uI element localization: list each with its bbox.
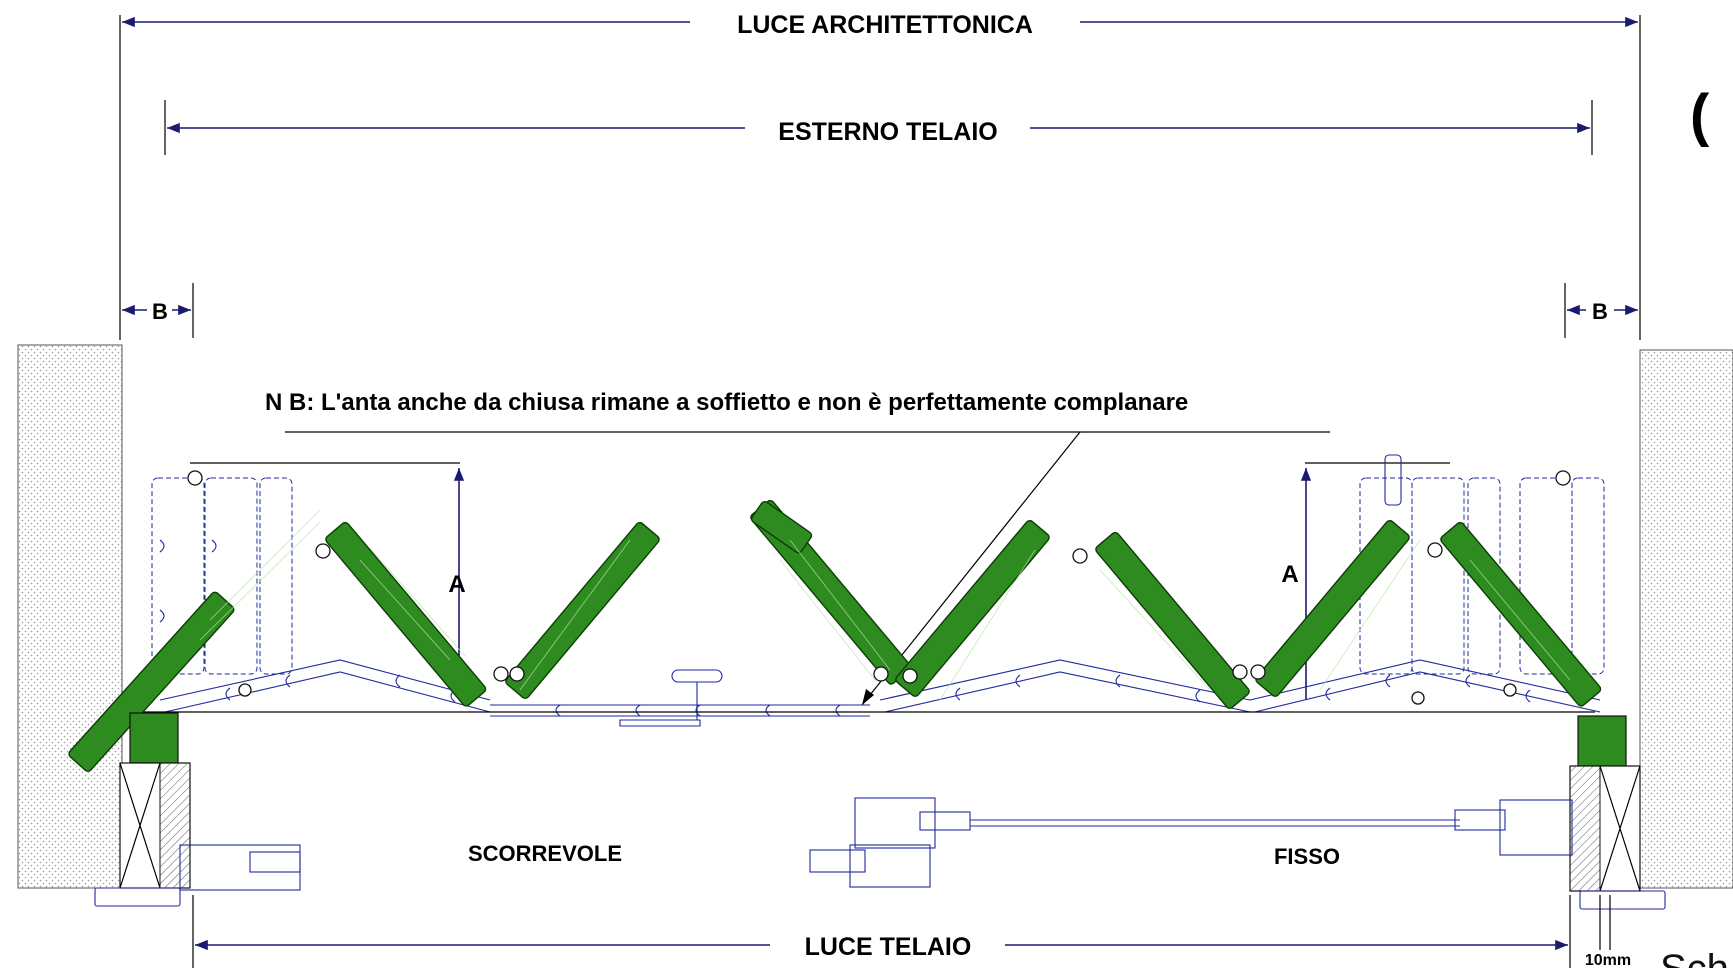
- frame-right: [1454, 715, 1666, 910]
- label-luce-architettonica: LUCE ARCHITETTONICA: [737, 11, 1033, 39]
- frame-left: [94, 712, 301, 907]
- dimension-10mm: [1599, 895, 1611, 950]
- label-luce-telaio: LUCE TELAIO: [805, 933, 972, 961]
- dimension-a-left: [190, 462, 465, 700]
- dimension-esterno-telaio: [164, 100, 1593, 155]
- dimension-luce-architettonica: [119, 15, 1641, 340]
- label-fisso: FISSO: [1274, 844, 1340, 869]
- corner-fragment-text: Sch: [1660, 947, 1729, 968]
- folded-leaf-outlines: [159, 659, 1601, 727]
- label-a-right: A: [1281, 561, 1298, 588]
- green-folding-panels: [68, 499, 1602, 772]
- dimension-b-right: [1564, 283, 1638, 338]
- dimension-a-right: [1300, 462, 1450, 700]
- label-a-left: A: [448, 571, 465, 598]
- hinges: [187, 470, 1571, 705]
- note-text: N B: L'anta anche da chiusa rimane a sof…: [265, 389, 1188, 416]
- label-scorrevole: SCORREVOLE: [468, 841, 622, 866]
- label-10mm: 10mm: [1585, 952, 1631, 968]
- wall-left: [17, 344, 123, 889]
- corner-glyph: (: [1690, 83, 1710, 148]
- dimension-b-left: [122, 283, 194, 338]
- dimension-luce-telaio: [192, 895, 1571, 968]
- label-b-right: B: [1592, 299, 1608, 324]
- sash-sections: [809, 797, 1460, 888]
- label-esterno-telaio: ESTERNO TELAIO: [778, 118, 997, 146]
- wall-right: [1639, 349, 1733, 889]
- label-b-left: B: [152, 299, 168, 324]
